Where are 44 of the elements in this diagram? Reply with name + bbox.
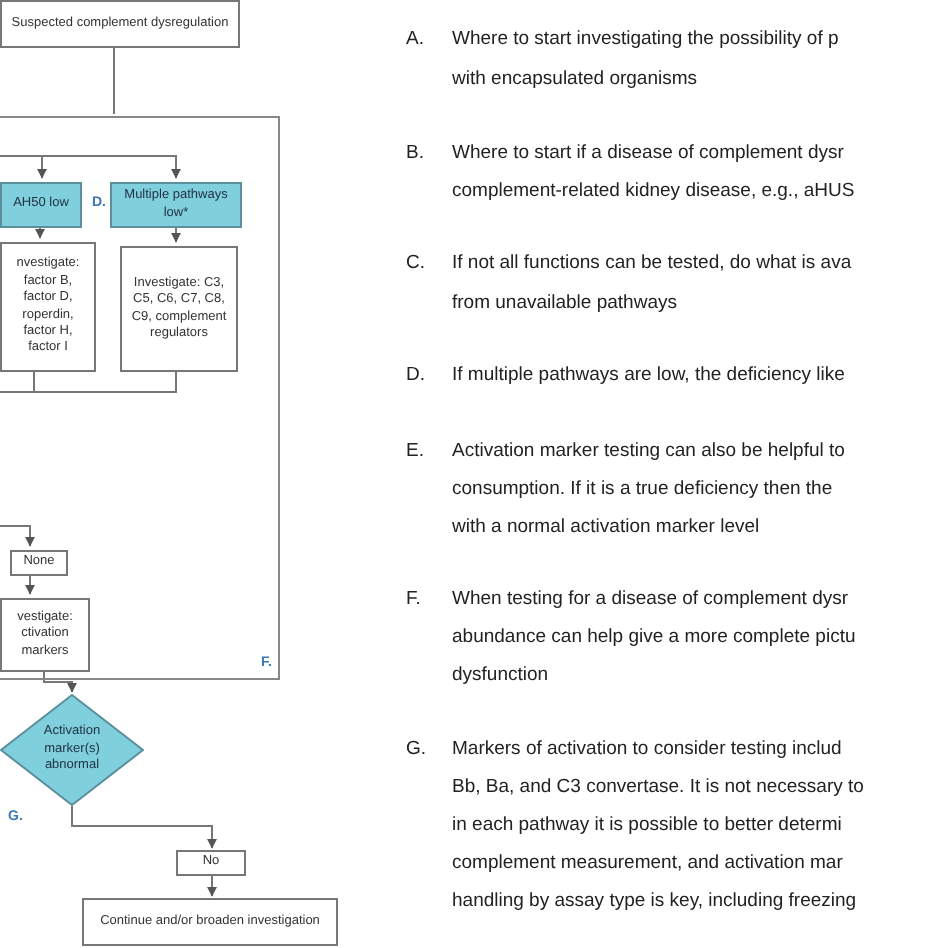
note-text: Markers of activation to consider testing includ xyxy=(452,736,842,764)
note-text: complement-related kidney disease, e.g., aHUS xyxy=(452,178,855,206)
group-frame xyxy=(0,116,280,680)
note-letter: E. xyxy=(406,438,424,466)
note-text: When testing for a disease of complement dysr xyxy=(452,586,849,614)
note-text: Where to start if a disease of complement dysr xyxy=(452,140,844,168)
connector-line xyxy=(0,155,181,179)
connector-line xyxy=(113,47,115,115)
connector-line xyxy=(43,669,77,693)
note-letter: F. xyxy=(406,586,421,614)
connector-line xyxy=(25,573,35,595)
connector-line xyxy=(171,225,181,243)
process-box xyxy=(10,550,68,576)
connector-line xyxy=(35,225,45,239)
note-letter: D. xyxy=(406,362,425,390)
note-text: Activation marker testing can also be helpful to xyxy=(452,438,845,466)
process-box xyxy=(120,246,238,372)
process-box xyxy=(176,850,246,876)
note-text: consumption. If it is a true deficiency then the xyxy=(452,476,833,504)
note-text: abundance can help give a more complete pictu xyxy=(452,624,856,652)
connector-line xyxy=(71,805,217,849)
note-letter: A. xyxy=(406,26,424,54)
note-letter: C. xyxy=(406,250,425,278)
note-text: Bb, Ba, and C3 convertase. It is not necessary to xyxy=(452,774,864,802)
connector-line xyxy=(0,525,35,547)
note-text: with a normal activation marker level xyxy=(452,514,760,542)
note-letter: G. xyxy=(406,736,427,764)
process-box xyxy=(0,0,240,48)
note-text: in each pathway it is possible to better determi xyxy=(452,812,842,840)
note-text: If not all functions can be tested, do what is ava xyxy=(452,250,852,278)
note-text: Where to start investigating the possibility of p xyxy=(452,26,839,54)
connector-line xyxy=(0,369,177,393)
note-text: handling by assay type is key, including freezing xyxy=(452,888,857,916)
note-text: with encapsulated organisms xyxy=(452,66,698,94)
note-text: dysfunction xyxy=(452,662,549,690)
note-text: If multiple pathways are low, the deficiency like xyxy=(452,362,845,390)
note-text: complement measurement, and activation mar xyxy=(452,850,843,878)
process-box xyxy=(0,242,96,372)
note-letter: B. xyxy=(406,140,424,168)
result-box xyxy=(0,182,82,228)
process-box xyxy=(82,898,338,946)
note-text: from unavailable pathways xyxy=(452,290,677,318)
process-box xyxy=(0,598,90,672)
connector-line xyxy=(207,875,217,897)
